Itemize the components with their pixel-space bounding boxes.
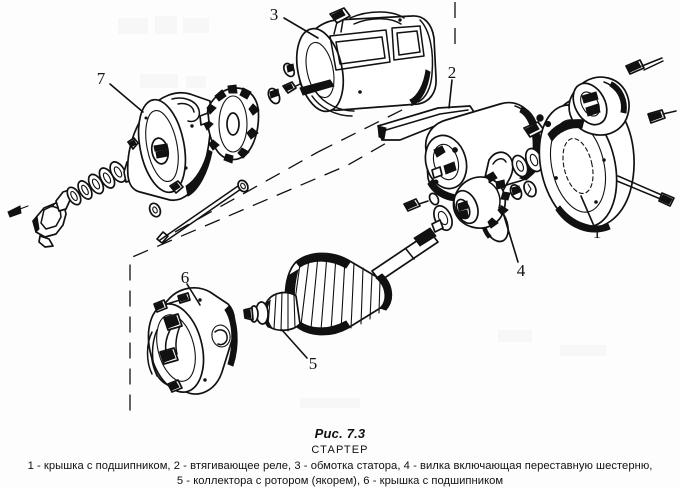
brush-holder-bracket	[32, 200, 67, 248]
armature-shaft	[371, 227, 439, 282]
callout-leader-lines	[109, 17, 595, 359]
washer-spacer-stack	[55, 159, 138, 212]
leader-line-3	[283, 17, 319, 39]
figure-legend-line-1: 1 - крышка с подшипником, 2 - втягивающе…	[27, 460, 653, 472]
leader-line-5	[281, 329, 308, 359]
leader-line-4	[500, 205, 519, 263]
exploded-view-diagram: .ol { fill:#ffffff; stroke:#111111; stro…	[7, 2, 677, 415]
part-3-stator-winding	[295, 7, 437, 117]
callout-number-5: 5	[309, 354, 318, 373]
leader-line-1	[580, 195, 595, 227]
rear-end-cap-housing	[126, 91, 213, 201]
figure-legend-line-2: 5 - коллектора с ротором (якорем), 6 - к…	[176, 475, 504, 487]
leader-line-6	[186, 283, 201, 306]
figure-number: Рис. 7.3	[314, 426, 366, 441]
callout-number-4: 4	[517, 261, 526, 280]
starter-exploded-drawing: .ol { fill:#ffffff; stroke:#111111; stro…	[7, 2, 677, 415]
callout-number-6: 6	[181, 268, 190, 287]
shaft-end-stub	[243, 301, 269, 325]
small-bolt-head	[7, 205, 22, 218]
field-coil-shield-plate	[377, 105, 475, 141]
scan-bleed-artifact	[118, 18, 148, 34]
commutator	[262, 291, 301, 332]
scan-bleed-artifact	[186, 76, 206, 88]
part-6-commutator-end-cap	[146, 287, 238, 395]
drive-pinion-clutch	[431, 171, 511, 233]
figure-title: СТАРТЕР	[311, 444, 369, 456]
callout-number-1: 1	[593, 223, 602, 242]
housing-bolt-lower	[616, 175, 675, 207]
callout-number-3: 3	[270, 5, 279, 24]
part-5-armature-rotor	[243, 171, 511, 336]
housing-bolt-upper	[625, 57, 664, 75]
leader-line-7	[109, 83, 144, 113]
scan-bleed-artifact	[498, 330, 532, 342]
scan-bleed-artifact	[155, 16, 177, 34]
scan-bleed-artifact	[300, 398, 360, 408]
small-hardware-parts	[267, 62, 307, 105]
housing-bolt-side	[647, 109, 677, 124]
scan-bleed-artifact	[140, 74, 178, 88]
part-2-solenoid-relay	[403, 101, 545, 212]
scan-bleed-artifact	[560, 345, 606, 356]
figure-caption: Рис. 7.3 СТАРТЕР 1 - крышка с подшипнико…	[0, 420, 680, 488]
brush-plate-assembly	[199, 84, 260, 164]
part-7-rear-end-cap-group	[7, 91, 249, 248]
leader-line-2	[448, 79, 453, 109]
callout-numbers: 7 3 2 1 4 5 6	[97, 5, 602, 373]
part-1-drive-end-housing	[536, 57, 677, 233]
scan-bleed-artifact	[183, 18, 209, 33]
tie-rod-bolt	[156, 179, 249, 244]
armature-core	[284, 252, 393, 336]
callout-number-7: 7	[97, 69, 106, 88]
callout-number-2: 2	[448, 63, 457, 82]
